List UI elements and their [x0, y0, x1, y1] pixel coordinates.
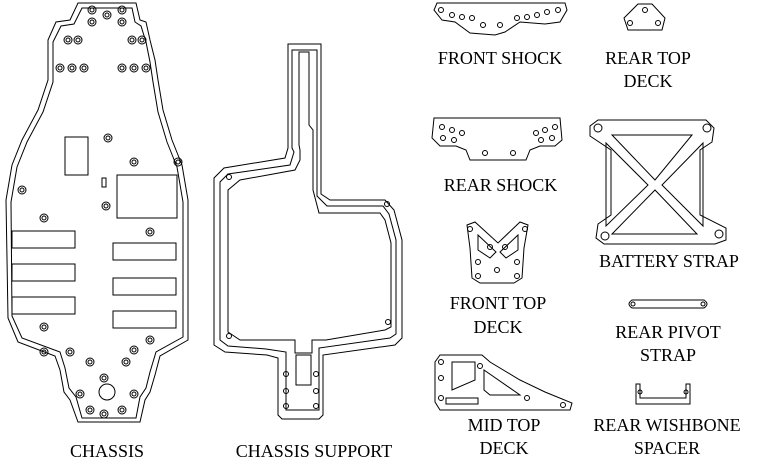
chassis-hole-inner — [175, 159, 181, 165]
chassis-hole — [85, 405, 95, 415]
chassis-hole — [39, 347, 49, 357]
chassis-hole-inner — [77, 391, 83, 397]
chassis-hole-inner — [101, 411, 107, 417]
chassis-hole-inner — [139, 37, 145, 43]
chassis-plate — [5, 2, 189, 423]
chassis-hole — [79, 63, 89, 73]
label-rear-top-deck-line1: REAR TOP — [605, 48, 691, 68]
chassis-hole-inner — [69, 65, 75, 71]
chassis-hole — [117, 405, 127, 415]
chassis-hole — [99, 409, 109, 419]
chassis-hole-inner — [119, 19, 125, 25]
chassis-hole-inner — [89, 19, 95, 25]
label-chassis: CHASSIS — [69, 441, 145, 461]
chassis-holes — [17, 5, 183, 419]
rear-wishbone-spacer-plate — [635, 383, 691, 405]
chassis-hole — [117, 63, 127, 73]
label-rear-wishbone-spacer-line2: SPACER — [633, 438, 701, 458]
chassis-hole — [65, 347, 75, 357]
chassis-hole — [173, 157, 183, 167]
chassis-hole-inner — [103, 203, 109, 209]
chassis-hole-inner — [87, 407, 93, 413]
chassis-hole-inner — [67, 349, 73, 355]
chassis-hole — [101, 201, 111, 211]
chassis-hole-inner — [123, 359, 129, 365]
chassis-hole-inner — [41, 324, 47, 330]
chassis-hole-inner — [81, 65, 87, 71]
label-front-top-deck-line1: FRONT TOP — [449, 293, 547, 313]
chassis-hole-inner — [105, 135, 111, 141]
chassis-hole — [141, 63, 151, 73]
mid-top-deck-plate — [434, 354, 573, 411]
label-rear-pivot-strap-line1: REAR PIVOT — [615, 322, 721, 342]
chassis-hole — [129, 345, 139, 355]
chassis-hole-inner — [131, 391, 137, 397]
chassis-hole-inner — [89, 7, 95, 13]
chassis-hole-inner — [19, 187, 25, 193]
front-shock-plate — [433, 2, 568, 36]
chassis-hole — [117, 17, 127, 27]
label-rear-top-deck-line2: DECK — [623, 71, 673, 91]
battery-strap-plate — [589, 119, 727, 245]
rear-shock-plate — [431, 117, 563, 161]
chassis-hole-inner — [75, 37, 81, 43]
chassis-hole — [39, 322, 49, 332]
chassis-hole — [55, 63, 65, 73]
label-mid-top-deck-line2: DECK — [479, 438, 529, 458]
label-battery-strap: BATTERY STRAP — [599, 251, 739, 271]
chassis-hole-inner — [131, 65, 137, 71]
chassis-hole — [103, 133, 113, 143]
chassis-hole — [63, 35, 73, 45]
chassis-hole — [87, 17, 97, 27]
rear-top-deck-plate — [623, 3, 666, 31]
chassis-hole — [67, 63, 77, 73]
chassis-hole — [129, 157, 139, 167]
label-rear-wishbone-spacer-line1: REAR WISHBONE — [593, 415, 741, 435]
chassis-support-frame — [213, 43, 403, 420]
chassis-hole — [145, 227, 155, 237]
chassis-hole — [73, 35, 83, 45]
chassis-hole-inner — [65, 37, 71, 43]
chassis-hole-inner — [119, 407, 125, 413]
label-mid-top-deck-line1: MID TOP — [467, 415, 541, 435]
chassis-hole — [102, 10, 112, 20]
label-rear-shock: REAR SHOCK — [443, 175, 558, 195]
chassis-hole-inner — [41, 215, 47, 221]
chassis-hole-inner — [57, 65, 63, 71]
chassis-hole — [129, 389, 139, 399]
chassis-hole — [39, 213, 49, 223]
chassis-hole-inner — [87, 359, 93, 365]
chassis-hole — [85, 357, 95, 367]
chassis-hole — [99, 373, 109, 383]
front-top-deck-plate — [466, 221, 529, 284]
chassis-hole — [129, 63, 139, 73]
chassis-hole-inner — [104, 12, 110, 18]
chassis-hole-inner — [131, 347, 137, 353]
chassis-hole — [117, 5, 127, 15]
rear-pivot-strap-plate — [628, 299, 708, 309]
chassis-hole — [17, 185, 27, 195]
chassis-hole — [137, 35, 147, 45]
chassis-hole-inner — [119, 65, 125, 71]
chassis-hole-inner — [143, 65, 149, 71]
label-front-shock: FRONT SHOCK — [437, 48, 563, 68]
chassis-hole-inner — [147, 229, 153, 235]
label-chassis-support: CHASSIS SUPPORT — [235, 441, 393, 461]
chassis-hole-inner — [131, 159, 137, 165]
chassis-hole — [75, 389, 85, 399]
chassis-hole-inner — [41, 349, 47, 355]
chassis-hole-inner — [101, 375, 107, 381]
label-rear-pivot-strap-line2: STRAP — [639, 345, 697, 365]
chassis-hole — [145, 335, 155, 345]
label-front-top-deck-line2: DECK — [473, 317, 523, 337]
chassis-hole — [121, 357, 131, 367]
chassis-hole-inner — [119, 7, 125, 13]
chassis-hole-inner — [129, 37, 135, 43]
chassis-hole-inner — [147, 337, 153, 343]
chassis-hole — [127, 35, 137, 45]
chassis-hole — [87, 5, 97, 15]
